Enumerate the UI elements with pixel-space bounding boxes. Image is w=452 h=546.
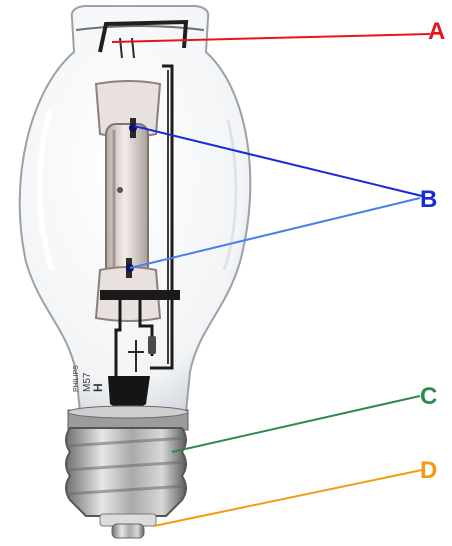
- screw-base: [65, 427, 187, 517]
- resistor: [148, 336, 156, 354]
- center-contact: [111, 523, 145, 539]
- label-a: A: [428, 18, 445, 45]
- screw-thread: [65, 436, 187, 496]
- glass-highlight: [222, 119, 238, 271]
- lead-wire: [128, 340, 144, 372]
- bulb-print-line1: PHILIPS: [73, 365, 80, 392]
- leader-line-a: [111, 33, 431, 43]
- label-d: D: [420, 457, 437, 484]
- label-c: C: [420, 383, 437, 410]
- bulb-print-line3: H: [91, 383, 105, 392]
- support-frame: [150, 64, 174, 370]
- neck-ring-top: [67, 405, 189, 419]
- leader-line-d: [153, 469, 423, 527]
- bulb-top-rim: [75, 25, 205, 31]
- getter-dot: [117, 187, 123, 193]
- mount-clamp: [100, 290, 180, 300]
- label-b: B: [420, 186, 437, 213]
- glass-highlight: [36, 109, 55, 271]
- leader-line-c: [171, 395, 421, 453]
- stem-press: [108, 376, 150, 410]
- leader-line-b-lower: [129, 197, 421, 269]
- leader-line-b-upper: [133, 125, 423, 197]
- bulb-top-support: [98, 19, 189, 53]
- bulb-printing: PHILIPS M57 H: [73, 365, 105, 392]
- lead-wire: [114, 300, 122, 378]
- arc-tube: [105, 123, 149, 281]
- bulb-print-line2: M57: [82, 372, 93, 392]
- upper-electrode-tip: [129, 124, 137, 132]
